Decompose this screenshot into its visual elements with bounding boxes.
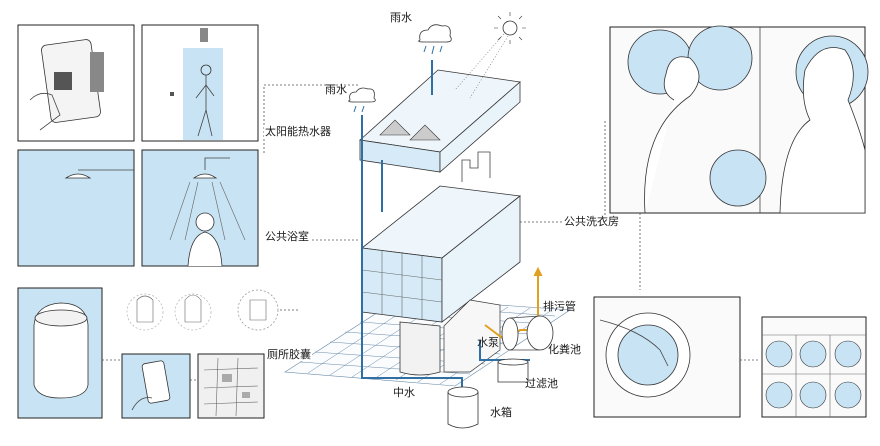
label-gray-water: 中水 [393, 386, 415, 399]
leader-shower [263, 84, 358, 153]
panel-toilet-capsule [17, 287, 103, 419]
label-solar-heater: 太阳能热水器 [264, 125, 332, 138]
leader-laundry [520, 120, 606, 223]
panel-phone-hand [121, 353, 191, 419]
sun-icon [454, 12, 526, 99]
water-tank-shape [447, 386, 479, 429]
label-public-bath: 公共浴室 [264, 230, 310, 243]
panel-qr-scan [17, 24, 135, 142]
filter-tank-shape [497, 358, 529, 383]
panel-laundry-people [609, 25, 869, 214]
label-sewage-pipe: 排污管 [543, 300, 576, 313]
septic-tank-shape [501, 315, 554, 351]
label-water-tank: 水箱 [490, 406, 512, 419]
panel-map [197, 353, 265, 419]
panel-shower-head [17, 149, 135, 267]
panel-machine-wall [761, 316, 867, 418]
label-rain-top: 雨水 [390, 11, 412, 24]
cloud-left [348, 87, 376, 113]
label-filter-tank: 过滤池 [525, 377, 558, 390]
panel-person-showering [141, 149, 259, 267]
building-axonometric [284, 69, 571, 387]
label-toilet-capsule: 厕所胶囊 [266, 348, 312, 361]
label-public-laundry: 公共洗衣房 [563, 215, 620, 228]
label-septic-tank: 化粪池 [548, 343, 581, 356]
capsule-sketches [126, 289, 279, 331]
cloud-top [418, 24, 452, 55]
panel-shower-entrance [141, 24, 259, 142]
label-rain-left: 雨水 [325, 83, 347, 96]
leader-panels [102, 359, 198, 381]
label-pump: 水泵 [477, 336, 499, 349]
panel-washing-machine [593, 296, 741, 418]
